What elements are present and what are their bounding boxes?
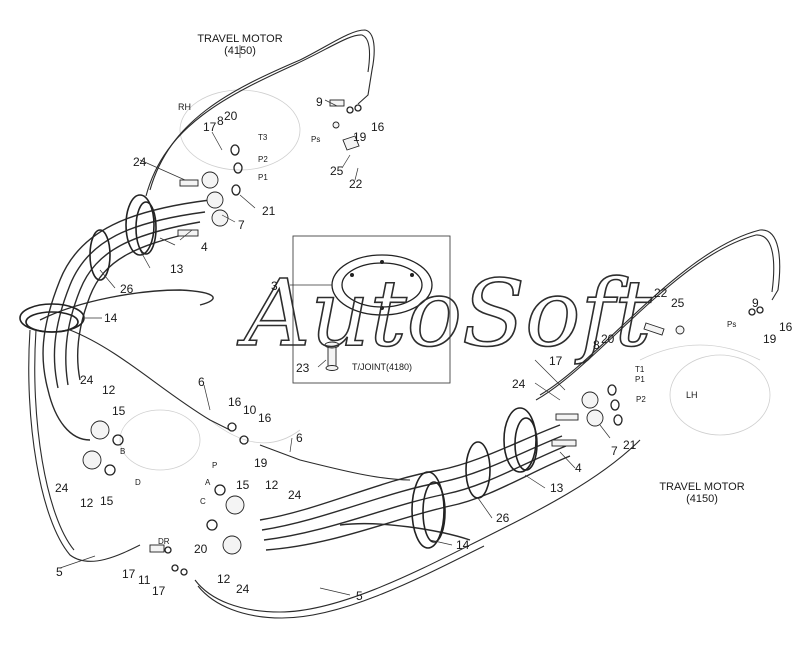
callout-20: 20 — [224, 109, 238, 123]
side-lh: LH — [686, 390, 698, 400]
callout-8-lh: 8 — [593, 338, 600, 352]
hose-lines — [28, 29, 781, 619]
callout-17-lh: 17 — [549, 354, 563, 368]
callout-10: 10 — [243, 403, 257, 417]
callout-11: 11 — [138, 573, 151, 587]
titles: TRAVEL MOTOR (4150) TRAVEL MOTOR (4150) … — [178, 33, 745, 505]
callout-24-center-d: 24 — [236, 582, 250, 596]
port-b: B — [120, 447, 125, 456]
callout-7: 7 — [238, 218, 245, 232]
callout-12-center-d: 12 — [217, 572, 231, 586]
background-ghost-outline — [119, 89, 771, 471]
title-top-code: (4150) — [224, 45, 256, 57]
port-rh-t3: T3 — [258, 133, 268, 142]
port-rh-p2: P2 — [258, 155, 268, 164]
port-c: C — [200, 497, 206, 506]
callout-26: 26 — [120, 282, 134, 296]
callout-21-lh: 21 — [623, 438, 637, 452]
clamp-13-right — [503, 407, 537, 473]
callout-14-lh: 14 — [456, 538, 470, 552]
callout-6-b: 6 — [296, 431, 303, 445]
port-lh-p2: P2 — [636, 395, 646, 404]
callout-24-center-c: 24 — [288, 488, 302, 502]
callout-16-lh: 16 — [779, 320, 793, 334]
tjoint-inset — [292, 235, 451, 384]
port-p: P — [212, 461, 217, 470]
port-lh-ps: Ps — [727, 320, 736, 329]
callout-19-lh: 19 — [763, 332, 777, 346]
hose-clamps — [19, 194, 538, 549]
port-lh-t1: T1 — [635, 365, 645, 374]
lh-fittings — [551, 306, 764, 447]
callout-17-center-a: 17 — [122, 567, 136, 581]
callout-20-center: 20 — [194, 542, 208, 556]
callout-17-center-b: 17 — [152, 584, 166, 598]
callout-16: 16 — [371, 120, 385, 134]
clamp-26-left — [89, 229, 111, 281]
callout-22: 22 — [349, 177, 363, 191]
port-rh-p1: P1 — [258, 173, 268, 182]
callout-24-center-b: 24 — [55, 481, 69, 495]
callout-15-center-b: 15 — [100, 494, 114, 508]
callout-16-center-a: 16 — [228, 395, 242, 409]
callout-14: 14 — [104, 311, 118, 325]
callout-23: 23 — [296, 361, 310, 375]
callout-3: 3 — [271, 279, 278, 293]
callout-12-center-b: 12 — [80, 496, 94, 510]
clamp-26-right — [465, 441, 491, 499]
leader-lines — [59, 45, 611, 596]
port-rh-ps: Ps — [311, 135, 320, 144]
callout-16-center-b: 16 — [258, 411, 272, 425]
title-top: TRAVEL MOTOR — [197, 33, 282, 45]
callout-15-center-c: 15 — [236, 478, 250, 492]
callout-8: 8 — [217, 114, 224, 128]
callout-5-a: 5 — [56, 565, 63, 579]
port-a: A — [205, 478, 211, 487]
callout-13: 13 — [170, 262, 184, 276]
callout-7-lh: 7 — [611, 444, 618, 458]
callout-20-lh: 20 — [601, 332, 615, 346]
port-d: D — [135, 478, 141, 487]
clamp-13-left — [125, 194, 155, 256]
callout-25-lh: 25 — [671, 296, 685, 310]
callout-25: 25 — [330, 164, 344, 178]
center-fittings — [82, 420, 249, 576]
callout-9-lh: 9 — [752, 296, 759, 310]
callout-24-center-a: 24 — [80, 373, 94, 387]
inset-label: T/JOINT(4180) — [352, 362, 412, 372]
watermark: AutoSoft — [236, 260, 653, 367]
callout-13-lh: 13 — [550, 481, 564, 495]
callout-19: 19 — [353, 130, 367, 144]
port-labels: T3 P2 P1 Ps T1 P1 P2 Ps B P A C D DR — [120, 133, 736, 546]
callout-12-center-c: 12 — [265, 478, 279, 492]
callout-9: 9 — [316, 95, 323, 109]
callout-6-a: 6 — [198, 375, 205, 389]
callout-21: 21 — [262, 204, 276, 218]
clamp-14-right — [411, 471, 445, 549]
callout-24-lh: 24 — [512, 377, 526, 391]
callout-numbers: 9 17 8 20 16 19 24 25 22 21 7 4 13 26 14… — [55, 95, 793, 603]
side-rh: RH — [178, 102, 191, 112]
callout-4: 4 — [201, 240, 208, 254]
callout-24: 24 — [133, 155, 147, 169]
callout-17: 17 — [203, 120, 217, 134]
title-right: TRAVEL MOTOR — [659, 481, 744, 493]
callout-22-lh: 22 — [654, 286, 668, 300]
title-right-code: (4150) — [686, 493, 718, 505]
port-dr: DR — [158, 537, 170, 546]
callout-4-lh: 4 — [575, 461, 582, 475]
callout-5-b: 5 — [356, 589, 363, 603]
callout-15-center-a: 15 — [112, 404, 126, 418]
callout-12-center-a: 12 — [102, 383, 116, 397]
callout-19-center: 19 — [254, 456, 268, 470]
callout-26-lh: 26 — [496, 511, 510, 525]
port-lh-p1: P1 — [635, 375, 645, 384]
